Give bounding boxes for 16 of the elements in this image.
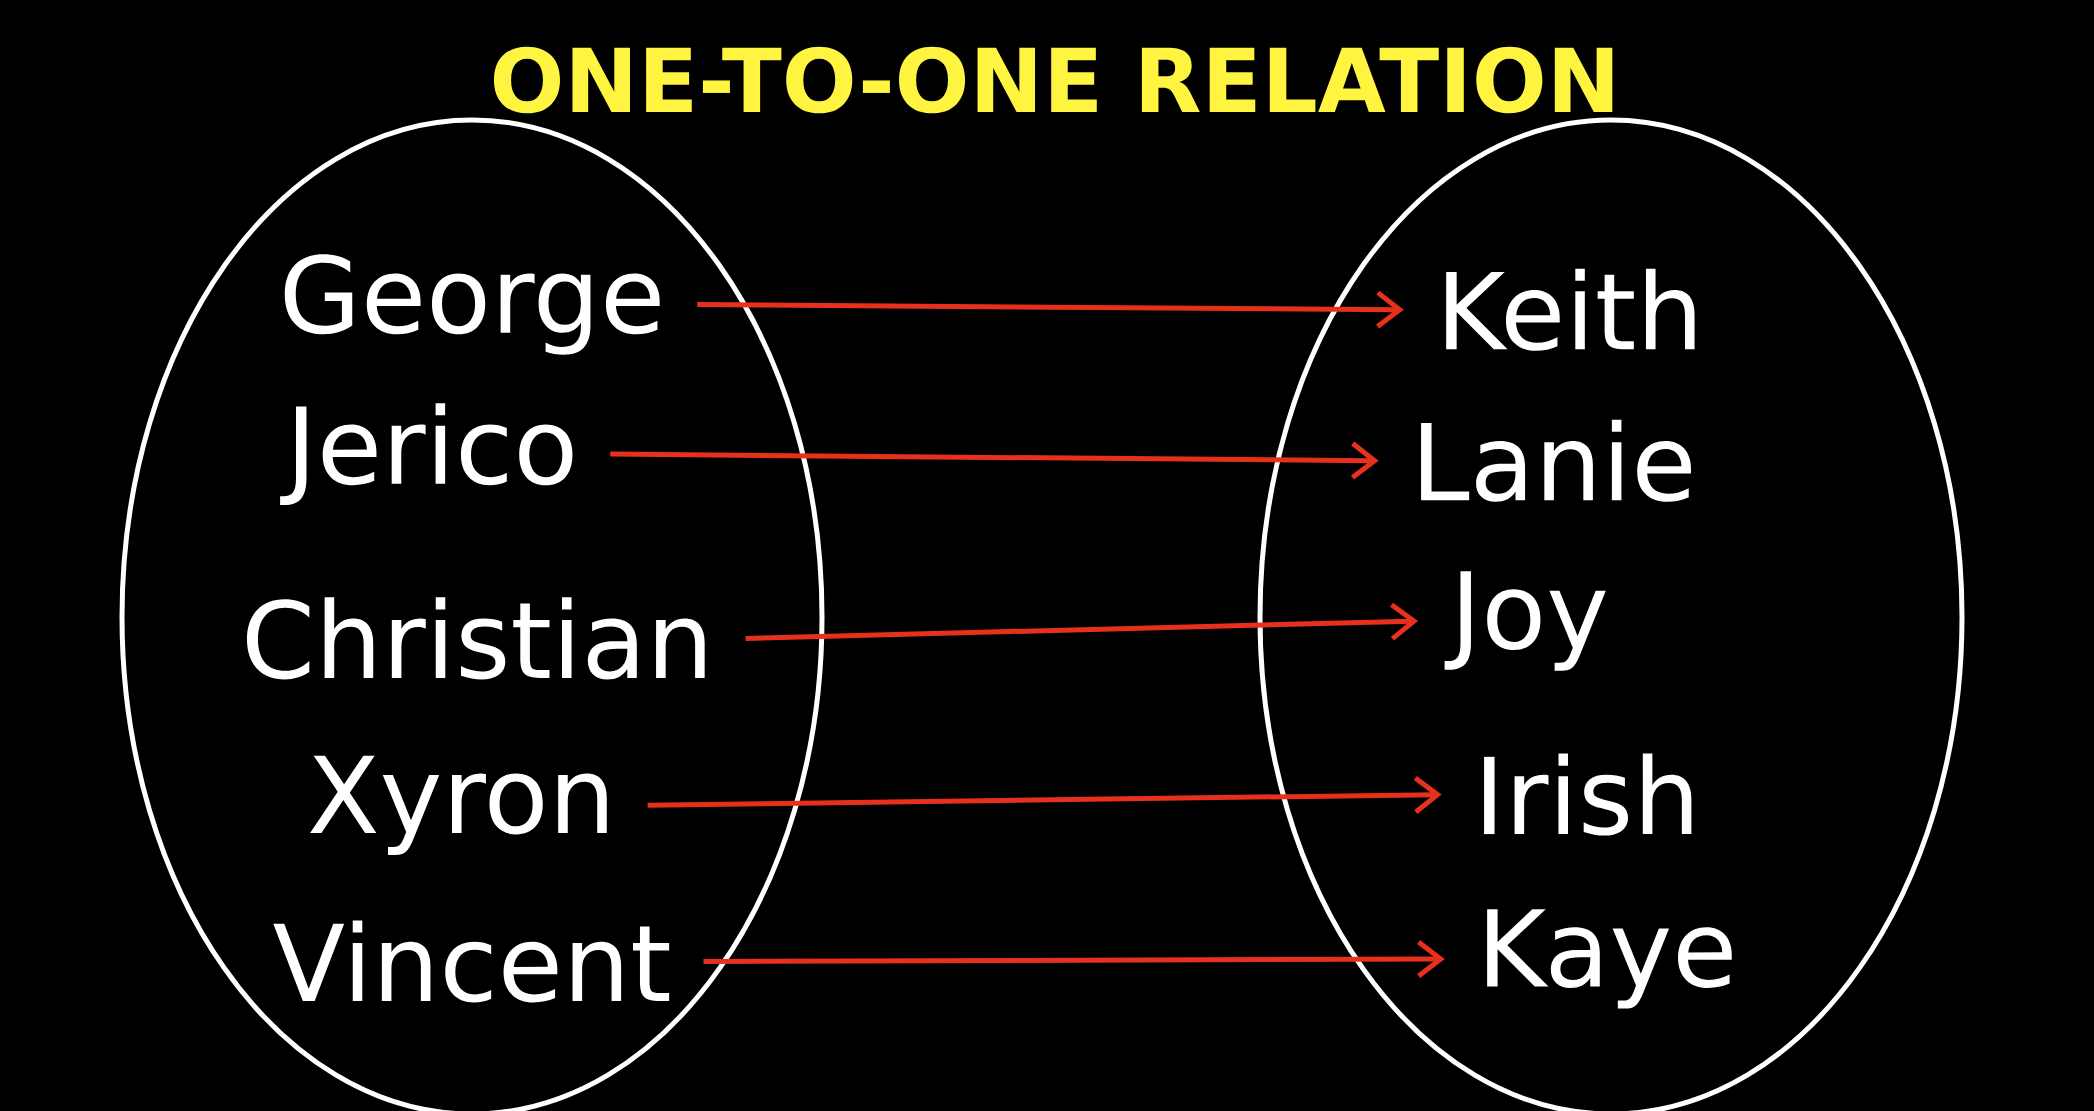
title: ONE-TO-ONE RELATION: [494, 46, 1613, 114]
arrow: [745, 602, 1419, 641]
element-name: Irish: [1484, 753, 1692, 836]
element-name: Keith: [1446, 268, 1695, 351]
element-name: Xyron: [310, 755, 607, 855]
arrow: [703, 940, 1445, 978]
arrow: [697, 290, 1404, 329]
element-name: Lanie: [1421, 419, 1691, 502]
arrow: [647, 775, 1442, 814]
element-name: Kaye: [1487, 909, 1732, 1009]
element-name: Jerico: [280, 403, 573, 505]
element-name: Christian: [246, 597, 705, 680]
element-name: Vincent: [273, 920, 670, 1003]
element-name: Joy: [1444, 571, 1606, 671]
arrow: [610, 441, 1379, 480]
element-name: George: [284, 254, 660, 355]
